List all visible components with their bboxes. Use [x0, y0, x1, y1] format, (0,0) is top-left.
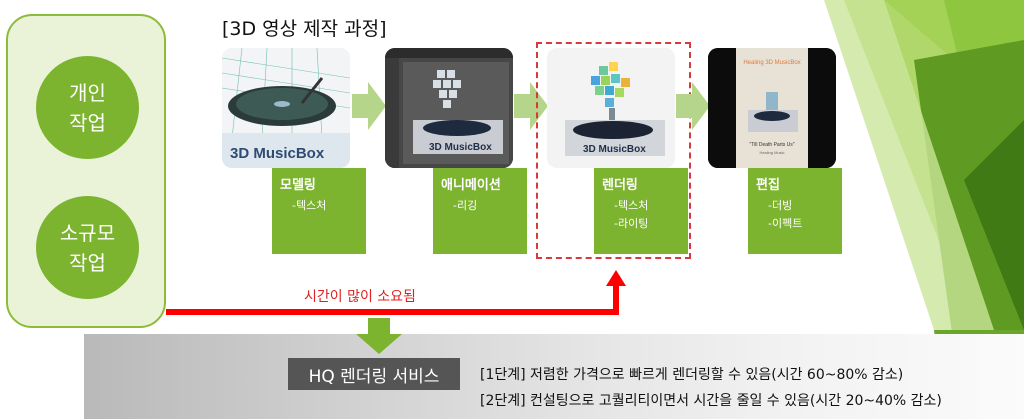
animation-image: 3D MusicBox	[385, 48, 513, 168]
step-item: -리깅	[453, 199, 478, 212]
diagram-title: [3D 영상 제작 과정]	[222, 18, 387, 40]
time-cost-arrow	[166, 270, 626, 315]
rendering-image-text: 3D MusicBox	[583, 144, 646, 155]
editing-image-title: Healing 3D MusicBox	[743, 60, 800, 66]
step-item: -이펙트	[768, 217, 803, 230]
bottom-background	[84, 334, 1024, 419]
step-card-animation: 애니메이션 -리깅	[433, 168, 527, 254]
personal-work-circle: 개인 작업	[36, 56, 139, 159]
scale-panel: 개인 작업 소규모 작업	[6, 14, 166, 328]
editing-image-caption: "Till Death Parts Us"	[749, 142, 794, 148]
step-item: -텍스처	[614, 199, 649, 212]
step-card-rendering: 렌더링 -텍스처 -라이팅	[594, 168, 688, 254]
rendering-highlight-box	[536, 42, 691, 259]
small-scale-work-circle: 소규모 작업	[36, 196, 139, 299]
arrow-right-icon	[676, 82, 710, 130]
step-card-modeling: 모델링 -텍스처	[272, 168, 366, 254]
animation-image-text: 3D MusicBox	[429, 142, 492, 153]
time-cost-note: 시간이 많이 소요됨	[304, 289, 416, 305]
step-item: -라이팅	[614, 217, 649, 230]
rendering-image: 3D MusicBox	[547, 48, 675, 168]
editing-image-sub: Healing Music	[759, 150, 784, 155]
step-label: 모델링	[280, 178, 316, 193]
step-card-editing: 편집 -더빙 -이펙트	[748, 168, 842, 254]
step-label: 편집	[756, 178, 780, 193]
arrow-right-icon	[352, 82, 386, 130]
step-label: 렌더링	[602, 178, 638, 193]
hq-rendering-service-label: HQ 렌더링 서비스	[288, 358, 460, 390]
step-label: 애니메이션	[441, 178, 501, 193]
modeling-image: 3D MusicBox	[222, 48, 350, 168]
step-item: -더빙	[768, 199, 793, 212]
modeling-image-text: 3D MusicBox	[230, 145, 325, 162]
step-item: -텍스처	[292, 199, 327, 212]
decorative-green-facets	[824, 0, 1024, 419]
service-step-2: [2단계] 컨설팅으로 고퀄리티이면서 시간을 줄일 수 있음(시간 20~40…	[480, 393, 942, 409]
arrow-down-icon	[356, 318, 402, 354]
arrow-right-icon	[514, 82, 548, 130]
editing-image: Healing 3D MusicBox "Till Death Parts Us…	[708, 48, 836, 168]
service-step-1: [1단계] 저렴한 가격으로 빠르게 렌더링할 수 있음(시간 60~80% 감…	[480, 367, 904, 383]
